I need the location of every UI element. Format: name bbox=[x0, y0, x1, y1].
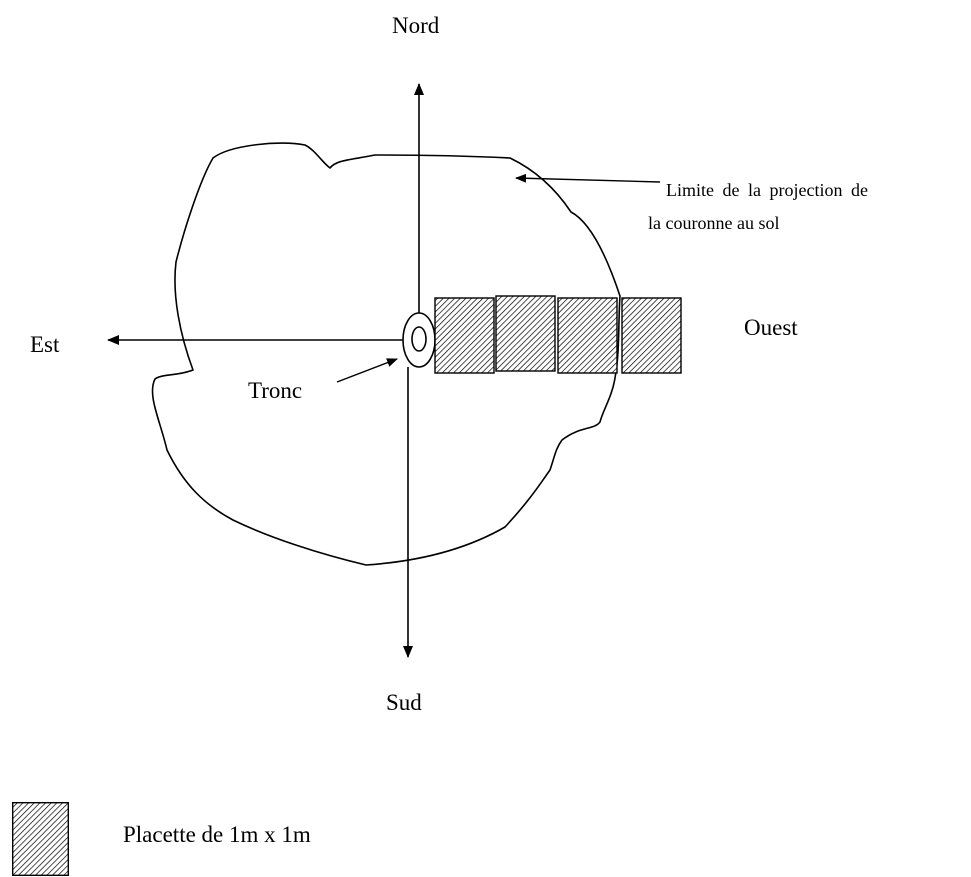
crown-limit-callout-arrow bbox=[515, 173, 661, 183]
legend-plot-label: Placette de 1m x 1m bbox=[123, 822, 311, 847]
east-label: Est bbox=[30, 332, 60, 357]
trunk-label: Tronc bbox=[248, 378, 303, 403]
plot-square bbox=[495, 295, 556, 372]
south-label: Sud bbox=[386, 690, 422, 715]
plot-square bbox=[434, 297, 495, 374]
crown-projection-outline bbox=[151, 142, 621, 566]
plot-square bbox=[557, 297, 618, 374]
crown-limit-label-line1: Limite de la projection de bbox=[666, 180, 868, 200]
trunk-inner bbox=[411, 326, 427, 352]
west-label: Ouest bbox=[744, 315, 798, 340]
legend-plot-swatch bbox=[12, 802, 69, 876]
crown-limit-label-line2: la couronne au sol bbox=[648, 213, 780, 233]
plot-square bbox=[621, 297, 682, 374]
trunk-callout-arrow bbox=[336, 358, 398, 383]
north-label: Nord bbox=[392, 13, 440, 38]
